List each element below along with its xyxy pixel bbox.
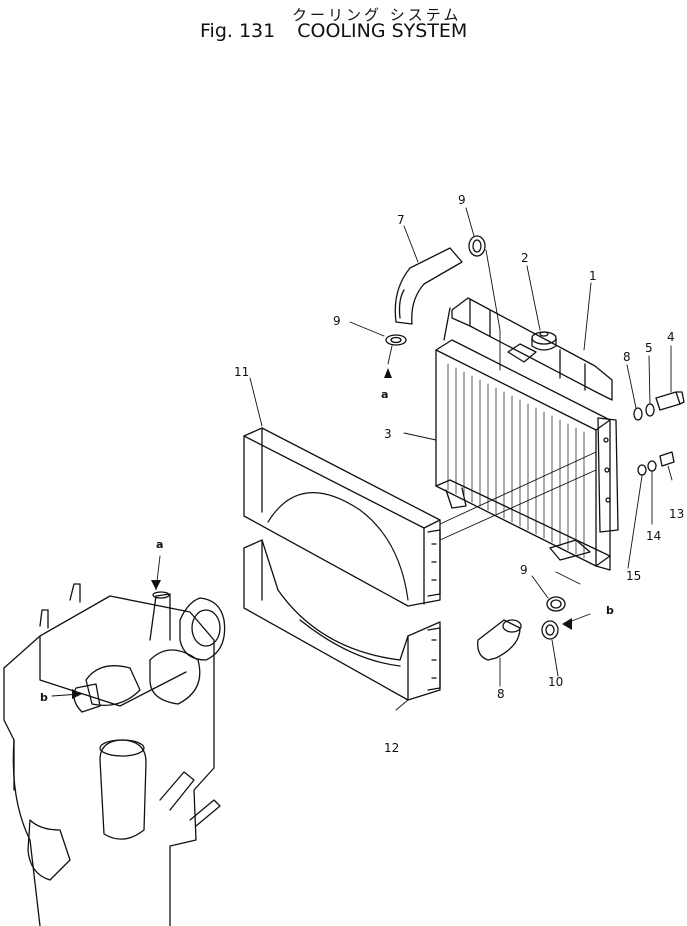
- radiator-cap: [531, 331, 557, 351]
- bolt-upper: [655, 391, 685, 411]
- reference-a-hose: a: [381, 388, 388, 401]
- callout-15: 15: [626, 569, 641, 583]
- washer-upper: [645, 403, 655, 417]
- hose-clamp-lower: [546, 596, 566, 612]
- callout-3: 3: [384, 427, 392, 441]
- callout-14: 14: [646, 529, 661, 543]
- hose-clamp-mid: [385, 334, 407, 346]
- figure-title: Fig. 131 COOLING SYSTEM: [200, 20, 467, 42]
- radiator: [435, 297, 619, 571]
- title-japanese: クーリング システム: [292, 6, 462, 24]
- hose-clamp-upper: [468, 235, 486, 257]
- callout-13: 13: [669, 507, 684, 521]
- callout-9-top: 9: [458, 193, 466, 207]
- callout-10: 10: [548, 675, 563, 689]
- callout-7: 7: [397, 213, 405, 227]
- washer-lower: [647, 460, 657, 472]
- callout-12: 12: [384, 741, 399, 755]
- reference-a-engine: a: [156, 538, 163, 551]
- figure-name: COOLING SYSTEM: [297, 20, 468, 42]
- lockwasher-lower: [637, 464, 647, 476]
- callout-labels: 1 2 3 4 5 8 7 9 9 9 8 10 11 12 13 14 15 …: [40, 193, 684, 755]
- bolt-lower: [659, 451, 675, 467]
- engine: [3, 583, 226, 926]
- callout-5: 5: [645, 341, 653, 355]
- callout-2: 2: [521, 251, 529, 265]
- fan-shroud-lower: [243, 539, 441, 701]
- callout-11: 11: [234, 365, 249, 379]
- lower-hose: [477, 619, 522, 661]
- callout-9-lower: 9: [520, 563, 528, 577]
- upper-hose: [394, 247, 463, 325]
- figure-number: Fig. 131: [200, 20, 276, 42]
- leader-lines: [51, 207, 673, 711]
- callout-4: 4: [667, 330, 675, 344]
- reference-arrows: [72, 368, 572, 699]
- callout-9-mid: 9: [333, 314, 341, 328]
- callout-1: 1: [589, 269, 597, 283]
- callout-8-lower: 8: [497, 687, 505, 701]
- lockwasher-upper: [633, 407, 643, 421]
- callout-8-upper: 8: [623, 350, 631, 364]
- reference-b-engine: b: [40, 691, 48, 704]
- hose-clamp-ring: [541, 620, 559, 640]
- reference-b-hose: b: [606, 604, 614, 617]
- fan-shroud-upper: [243, 427, 441, 607]
